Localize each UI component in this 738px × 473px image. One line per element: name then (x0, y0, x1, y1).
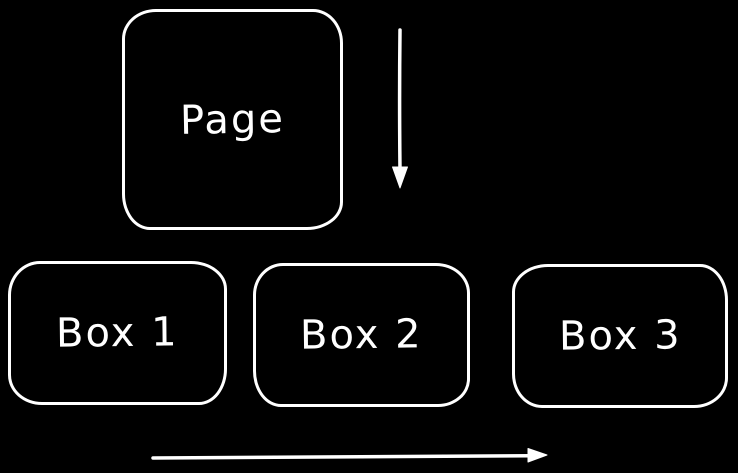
node-box-1: Box 1 (8, 261, 227, 405)
node-page: Page (122, 9, 343, 230)
node-box-3: Box 3 (512, 264, 728, 408)
node-box-2-label: Box 2 (299, 311, 424, 359)
node-box-1-label: Box 1 (55, 309, 180, 357)
node-box-3-label: Box 3 (558, 312, 682, 360)
right-arrow-icon (151, 448, 548, 463)
down-arrow-icon (392, 28, 408, 189)
node-page-label: Page (179, 95, 286, 144)
node-box-2: Box 2 (253, 263, 470, 407)
